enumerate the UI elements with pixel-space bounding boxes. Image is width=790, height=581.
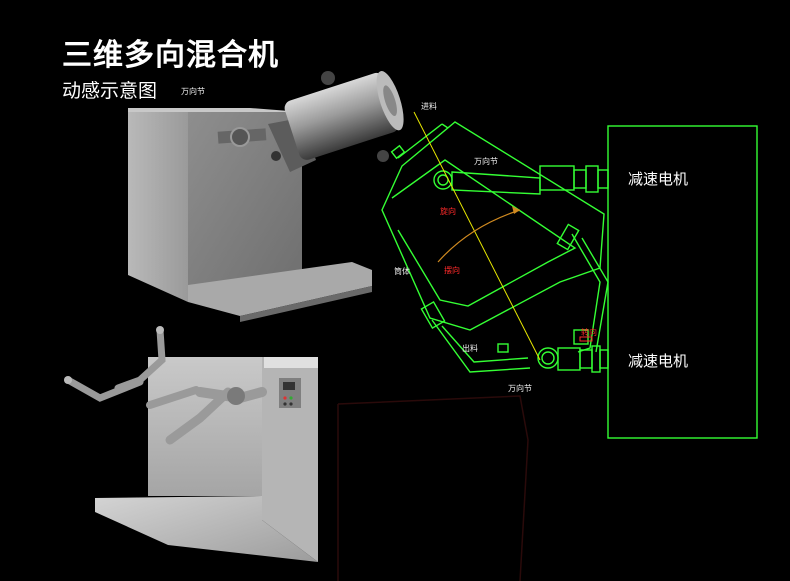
label-universal-joint-top: 万向节 — [474, 157, 498, 166]
photo-machine — [64, 326, 318, 562]
label-universal-joint-render: 万向节 — [181, 87, 205, 96]
barrel-outline — [381, 121, 605, 331]
schematic-drawing — [381, 121, 758, 439]
upper-universal-joint — [433, 170, 453, 190]
page-subtitle: 动感示意图 — [62, 80, 158, 102]
page-title: 三维多向混合机 — [62, 38, 279, 73]
render-universal-joint — [230, 127, 250, 147]
label-spin: 转向 — [581, 328, 597, 337]
photo-base — [95, 496, 318, 562]
faint-outline — [337, 395, 529, 581]
rotation-arrow — [437, 209, 521, 263]
photo-arms — [64, 326, 267, 445]
label-barrel: 筒体 — [394, 267, 410, 276]
label-rotation: 旋向 — [440, 207, 456, 216]
label-motor-top: 减速电机 — [628, 170, 689, 188]
label-feed-in: 进料 — [421, 102, 437, 111]
label-swing: 摆向 — [444, 266, 460, 275]
render-3d-machine — [128, 71, 404, 322]
lower-universal-joint — [537, 347, 559, 369]
label-discharge: 出料 — [462, 344, 478, 353]
barrel-axis-line — [413, 111, 541, 361]
photo-cabinet — [262, 357, 318, 562]
render-cabinet-side — [128, 112, 188, 302]
label-motor-bottom: 减速电机 — [628, 352, 689, 370]
render-barrel — [284, 72, 399, 160]
render-base — [188, 262, 372, 316]
label-universal-joint-bottom: 万向节 — [508, 384, 532, 393]
